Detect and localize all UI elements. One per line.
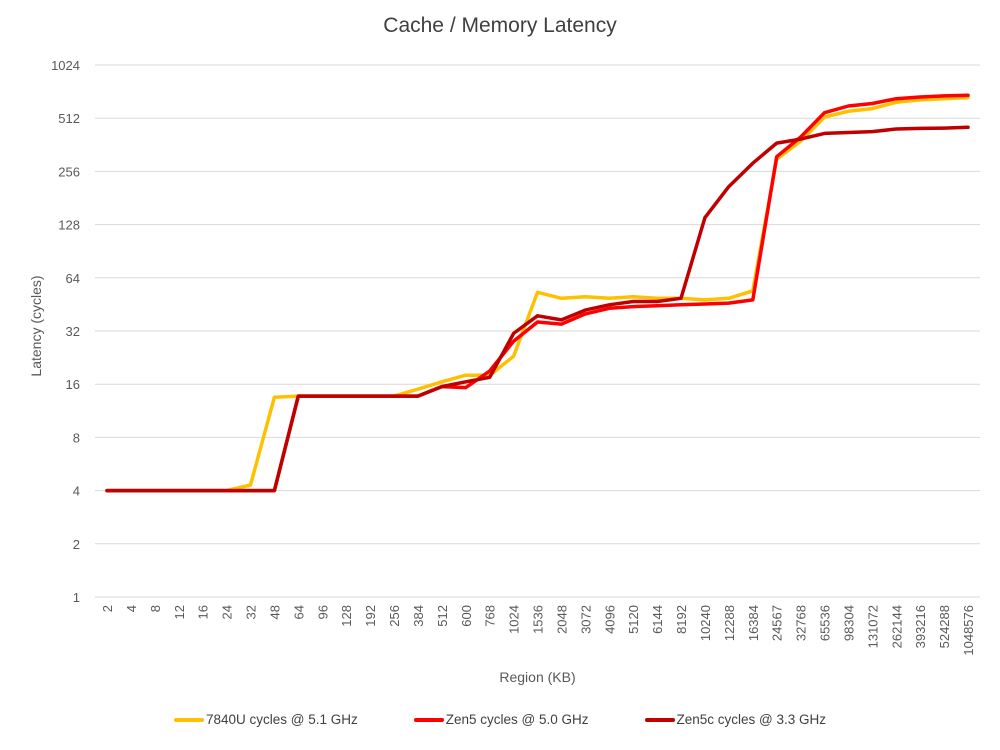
svg-text:16384: 16384 [746,605,761,641]
gridlines [95,64,980,598]
legend-item-zen5c: Zen5c cycles @ 3.3 GHz [644,712,827,727]
svg-text:64: 64 [291,605,306,619]
svg-text:16: 16 [66,377,80,392]
legend-item-zen5: Zen5 cycles @ 5.0 GHz [413,712,589,727]
svg-text:600: 600 [459,605,474,627]
svg-text:24567: 24567 [770,605,785,641]
svg-text:262144: 262144 [889,605,904,648]
svg-text:384: 384 [411,605,426,627]
svg-text:393216: 393216 [913,605,928,648]
svg-text:32: 32 [244,605,259,619]
chart-title: Cache / Memory Latency [383,14,617,37]
svg-text:2: 2 [73,537,80,552]
series-line [105,95,970,493]
svg-text:512: 512 [58,111,80,126]
svg-text:65536: 65536 [818,605,833,641]
legend-swatch-icon [413,717,444,722]
svg-text:1536: 1536 [531,605,546,634]
svg-text:128: 128 [58,218,80,233]
svg-text:64: 64 [66,271,80,286]
svg-text:32768: 32768 [794,605,809,641]
svg-text:8192: 8192 [674,605,689,634]
x-axis-label: Region (KB) [499,669,576,685]
svg-text:1024: 1024 [507,605,522,634]
svg-text:256: 256 [58,164,80,179]
svg-text:8: 8 [73,430,80,445]
series-line [105,125,970,493]
series-lines [105,93,970,493]
y-axis-ticks: 1 2 4 8 16 32 64 128 256 512 1024 [51,58,80,605]
svg-text:131072: 131072 [865,605,880,648]
svg-text:8: 8 [148,605,163,612]
svg-text:128: 128 [339,605,354,627]
svg-text:512: 512 [435,605,450,627]
svg-text:96: 96 [315,605,330,619]
legend-label: 7840U cycles @ 5.1 GHz [205,712,358,727]
svg-text:1048576: 1048576 [961,605,976,656]
legend-label: Zen5c cycles @ 3.3 GHz [676,712,827,727]
svg-text:12288: 12288 [722,605,737,641]
svg-text:524288: 524288 [937,605,952,648]
svg-text:192: 192 [363,605,378,627]
legend-swatch-icon [644,717,675,722]
svg-text:6144: 6144 [650,605,665,634]
svg-text:4: 4 [124,605,139,612]
svg-text:32: 32 [66,324,80,339]
svg-text:1024: 1024 [51,58,80,73]
svg-text:16: 16 [196,605,211,619]
svg-text:4096: 4096 [602,605,617,634]
svg-text:48: 48 [267,605,282,619]
svg-text:2: 2 [100,605,115,612]
svg-text:98304: 98304 [841,605,856,641]
svg-text:12: 12 [172,605,187,619]
legend-label: Zen5 cycles @ 5.0 GHz [445,712,589,727]
legend-item-7840u: 7840U cycles @ 5.1 GHz [173,712,358,727]
svg-text:1: 1 [73,590,80,605]
svg-text:24: 24 [220,605,235,619]
legend: 7840U cycles @ 5.1 GHz Zen5 cycles @ 5.0… [0,712,1000,727]
svg-text:3072: 3072 [578,605,593,634]
legend-swatch-icon [173,717,204,722]
svg-text:5120: 5120 [626,605,641,634]
svg-text:768: 768 [483,605,498,627]
svg-text:2048: 2048 [554,605,569,634]
svg-text:256: 256 [387,605,402,627]
svg-text:4: 4 [73,484,80,499]
svg-text:10240: 10240 [698,605,713,641]
